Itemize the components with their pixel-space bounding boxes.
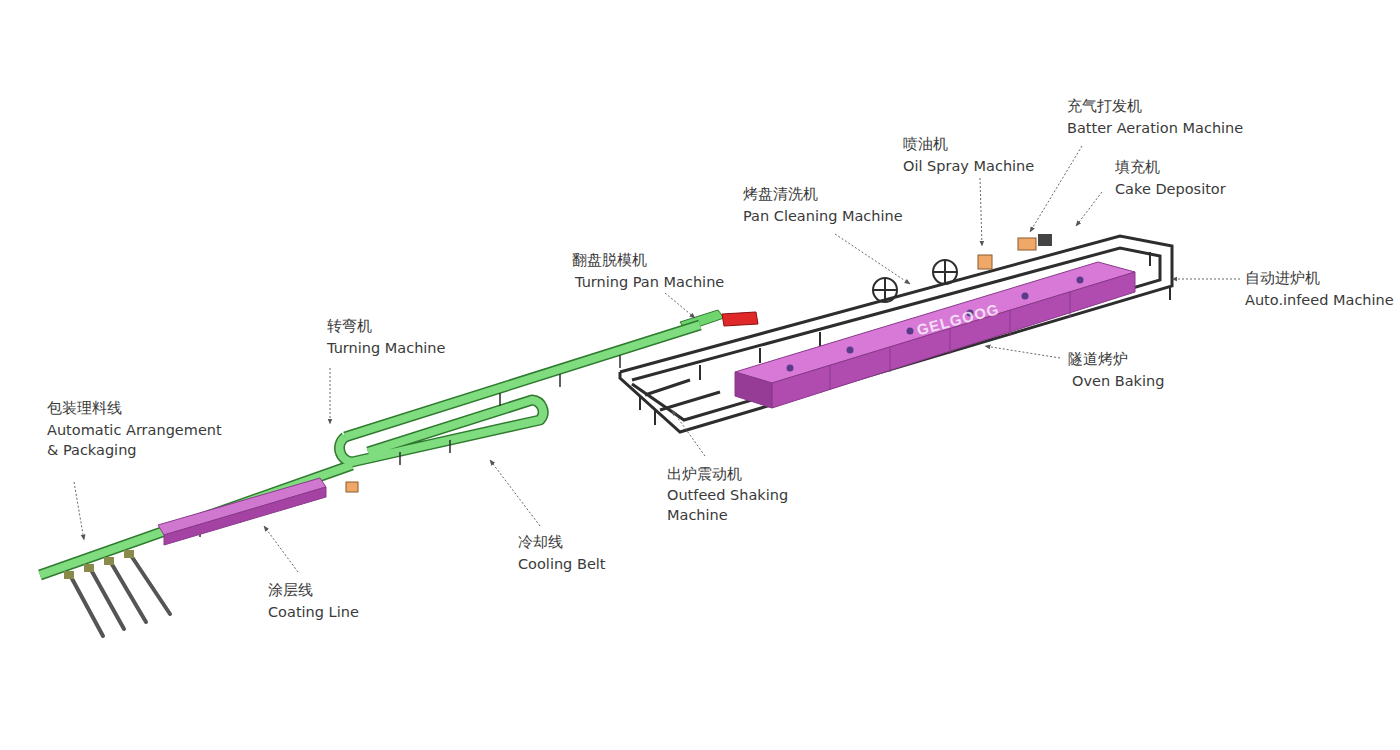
callout-label: Automatic Arrangement & Packaging [47, 420, 237, 460]
callout-label: 冷却线 [518, 532, 563, 552]
oil-spray-unit [978, 255, 992, 269]
callout-label: 烤盘清洗机 [743, 184, 818, 204]
callout-label: Batter Aeration Machine [1067, 118, 1243, 138]
callout-label: Auto.infeed Machine [1245, 290, 1394, 310]
callout-label: 涂层线 [268, 580, 313, 600]
callout-label: 充气打发机 [1067, 96, 1142, 116]
packaging-lanes [70, 554, 170, 636]
coating-line [158, 478, 326, 545]
callout-label: Oil Spray Machine [903, 156, 1034, 176]
callout-label: Coating Line [268, 602, 359, 622]
aeration-unit [1018, 238, 1036, 250]
depositor-unit [1038, 234, 1052, 246]
callout-label: 转弯机 [327, 316, 372, 336]
callout-label: 出炉震动机 [667, 464, 742, 484]
callout-label: Turning Pan Machine [575, 272, 724, 292]
cooling-belt [40, 325, 700, 575]
callout-label: 隧道烤炉 [1068, 349, 1128, 369]
transfer-unit [346, 482, 358, 492]
callout-label: Outfeed Shaking Machine [667, 485, 802, 525]
callout-label: 翻盘脱模机 [572, 250, 647, 270]
callout-label: 填充机 [1115, 157, 1160, 177]
callout-label: 喷油机 [903, 134, 948, 154]
callout-label: Pan Cleaning Machine [743, 206, 903, 226]
demould-unit [722, 312, 758, 326]
callout-label: 包装理料线 [47, 398, 122, 418]
packaging-heads [64, 550, 134, 579]
callout-label: Cooling Belt [518, 554, 606, 574]
conveyor-frame [620, 236, 1172, 432]
callout-label: Cake Depositor [1115, 179, 1226, 199]
callout-label: Turning Machine [327, 338, 445, 358]
cleaning-wheels [873, 260, 957, 302]
leader-lines [74, 146, 1240, 572]
callout-label: Oven Baking [1072, 371, 1164, 391]
callout-label: 自动进炉机 [1245, 268, 1320, 288]
